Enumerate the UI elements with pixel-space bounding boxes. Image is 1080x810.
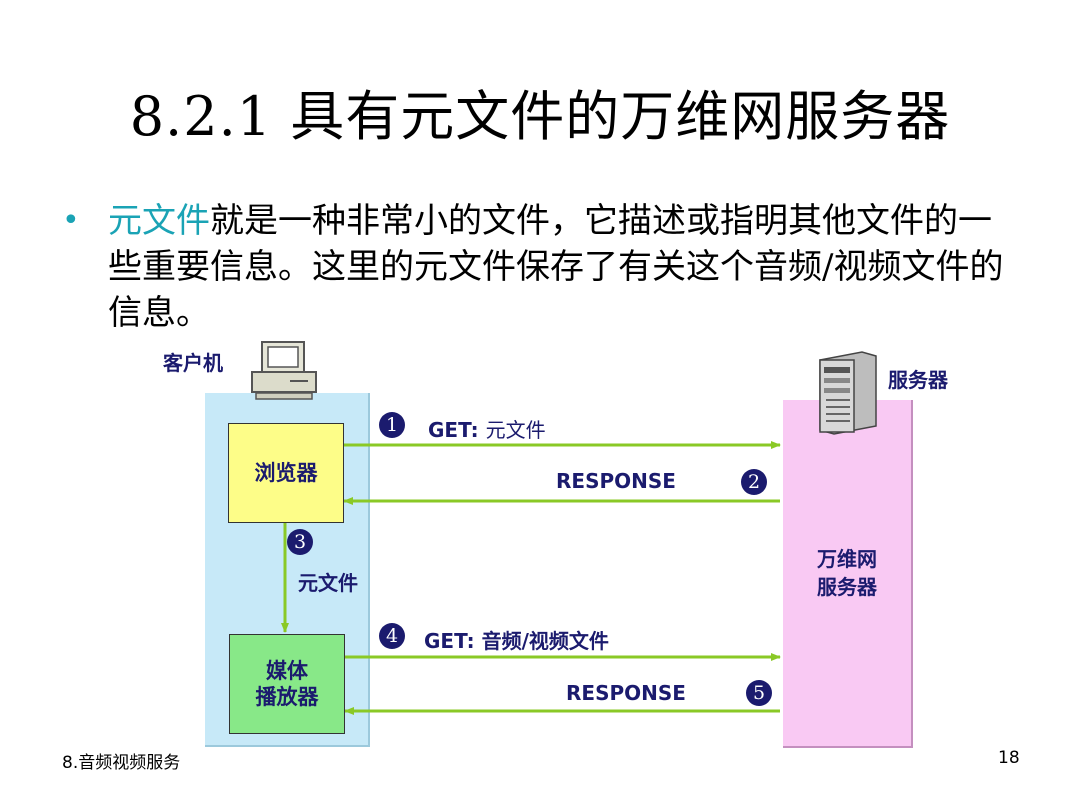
message-get-av-file: GET: 音频/视频文件 bbox=[424, 625, 609, 654]
msg4-target: 音频/视频文件 bbox=[481, 629, 609, 653]
step-2-badge: 2 bbox=[741, 469, 767, 495]
message-metafile: 元文件 bbox=[298, 571, 358, 595]
msg4-prefix: GET: bbox=[424, 629, 482, 653]
step-4-badge: 4 bbox=[379, 623, 405, 649]
message-get-metafile: GET: 元文件 bbox=[428, 414, 546, 443]
msg1-target: 元文件 bbox=[485, 418, 546, 442]
step-1-badge: 1 bbox=[379, 412, 405, 438]
bullet-text: 元文件就是一种非常小的文件，它描述或指明其他文件的一些重要信息。这里的元文件保存… bbox=[108, 198, 1018, 336]
web-server-label: 万维网 服务器 bbox=[806, 545, 888, 601]
message-response-2: RESPONSE bbox=[566, 681, 686, 705]
page-number: 18 bbox=[998, 748, 1020, 768]
bullet-keyword: 元文件 bbox=[108, 201, 210, 241]
slide-title: 8.2.1 具有元文件的万维网服务器 bbox=[129, 85, 951, 148]
computer-icon bbox=[251, 341, 317, 400]
step-5-badge: 5 bbox=[746, 680, 772, 706]
web-server-label-line1: 万维网 bbox=[817, 547, 877, 571]
msg1-prefix: GET: bbox=[428, 418, 486, 442]
message-response-1: RESPONSE bbox=[556, 469, 676, 493]
player-label-line1: 媒体 bbox=[266, 659, 308, 683]
browser-label: 浏览器 bbox=[254, 461, 318, 485]
browser-box: 浏览器 bbox=[228, 423, 344, 523]
media-player-box: 媒体 播放器 bbox=[229, 634, 345, 734]
step-3-badge: 3 bbox=[287, 529, 313, 555]
server-tower-icon bbox=[819, 351, 877, 435]
bullet-dot-icon: • bbox=[62, 203, 80, 238]
server-panel bbox=[783, 400, 913, 748]
bullet-body: 就是一种非常小的文件，它描述或指明其他文件的一些重要信息。这里的元文件保存了有关… bbox=[108, 201, 1004, 333]
player-label-line2: 播放器 bbox=[255, 685, 319, 709]
server-label: 服务器 bbox=[888, 368, 948, 392]
client-label: 客户机 bbox=[163, 351, 223, 375]
footer-section-label: 8.音频视频服务 bbox=[62, 753, 181, 773]
web-server-label-line2: 服务器 bbox=[817, 575, 877, 599]
